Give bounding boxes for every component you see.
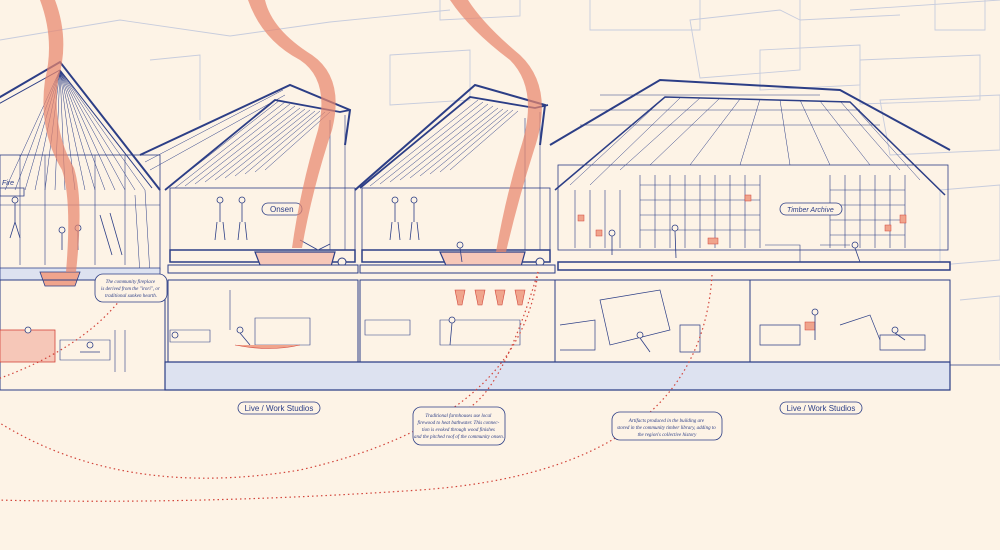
onsen-label: Onsen: [270, 205, 294, 214]
note-onsen-line-4: and the pitched roof of the community on…: [414, 435, 504, 440]
live-work-label-right: Live / Work Studios: [779, 401, 863, 415]
note-archive-line-3: the region's collective history: [638, 433, 698, 438]
note-fireplace: The community fireplace is derived from …: [94, 273, 168, 303]
note-fireplace-line-1: The community fireplace: [106, 280, 156, 285]
foundation: [164, 361, 1000, 391]
live-work-text-right: Live / Work Studios: [787, 404, 856, 413]
note-onsen-line-2: firewood to heat bathwater. This connec-: [417, 421, 499, 426]
note-fireplace-line-3: traditional sunken hearth.: [105, 294, 157, 299]
note-archive: Artifacts produced in the building are s…: [611, 411, 723, 441]
note-archive-line-2: stored in the community timber library, …: [617, 426, 716, 431]
timber-archive-label: Timber Archive: [787, 207, 834, 214]
onsen-unit-2: [354, 83, 556, 363]
live-work-label-left: Live / Work Studios: [237, 401, 321, 415]
context-buildings: [0, 0, 1000, 360]
note-fireplace-line-2: is derived from the "irori", or: [101, 287, 160, 292]
svg-text:The community fireplace: The community fireplace is derived from …: [101, 280, 161, 299]
note-archive-line-1: Artifacts produced in the building are: [628, 419, 705, 424]
svg-text:Artifacts produced in the buil: Artifacts produced in the building are s…: [617, 419, 717, 438]
onsen-unit-1: Onsen: [139, 83, 359, 363]
note-onsen-line-3: tion is evoked through wood finishes: [422, 428, 495, 433]
note-onsen-line-1: Traditional farmhouses use local: [425, 414, 492, 419]
svg-text:Traditional farmhouses use loc: Traditional farmhouses use local firewoo…: [414, 414, 504, 440]
live-work-text-left: Live / Work Studios: [245, 404, 314, 413]
fire-label: Fire: [2, 180, 14, 187]
note-onsen: Traditional farmhouses use local firewoo…: [412, 406, 506, 446]
timber-archive-unit: Timber Archive: [549, 78, 951, 363]
fire-pavilion: Fire: [0, 60, 166, 391]
smoke-plumes: [40, 0, 542, 272]
